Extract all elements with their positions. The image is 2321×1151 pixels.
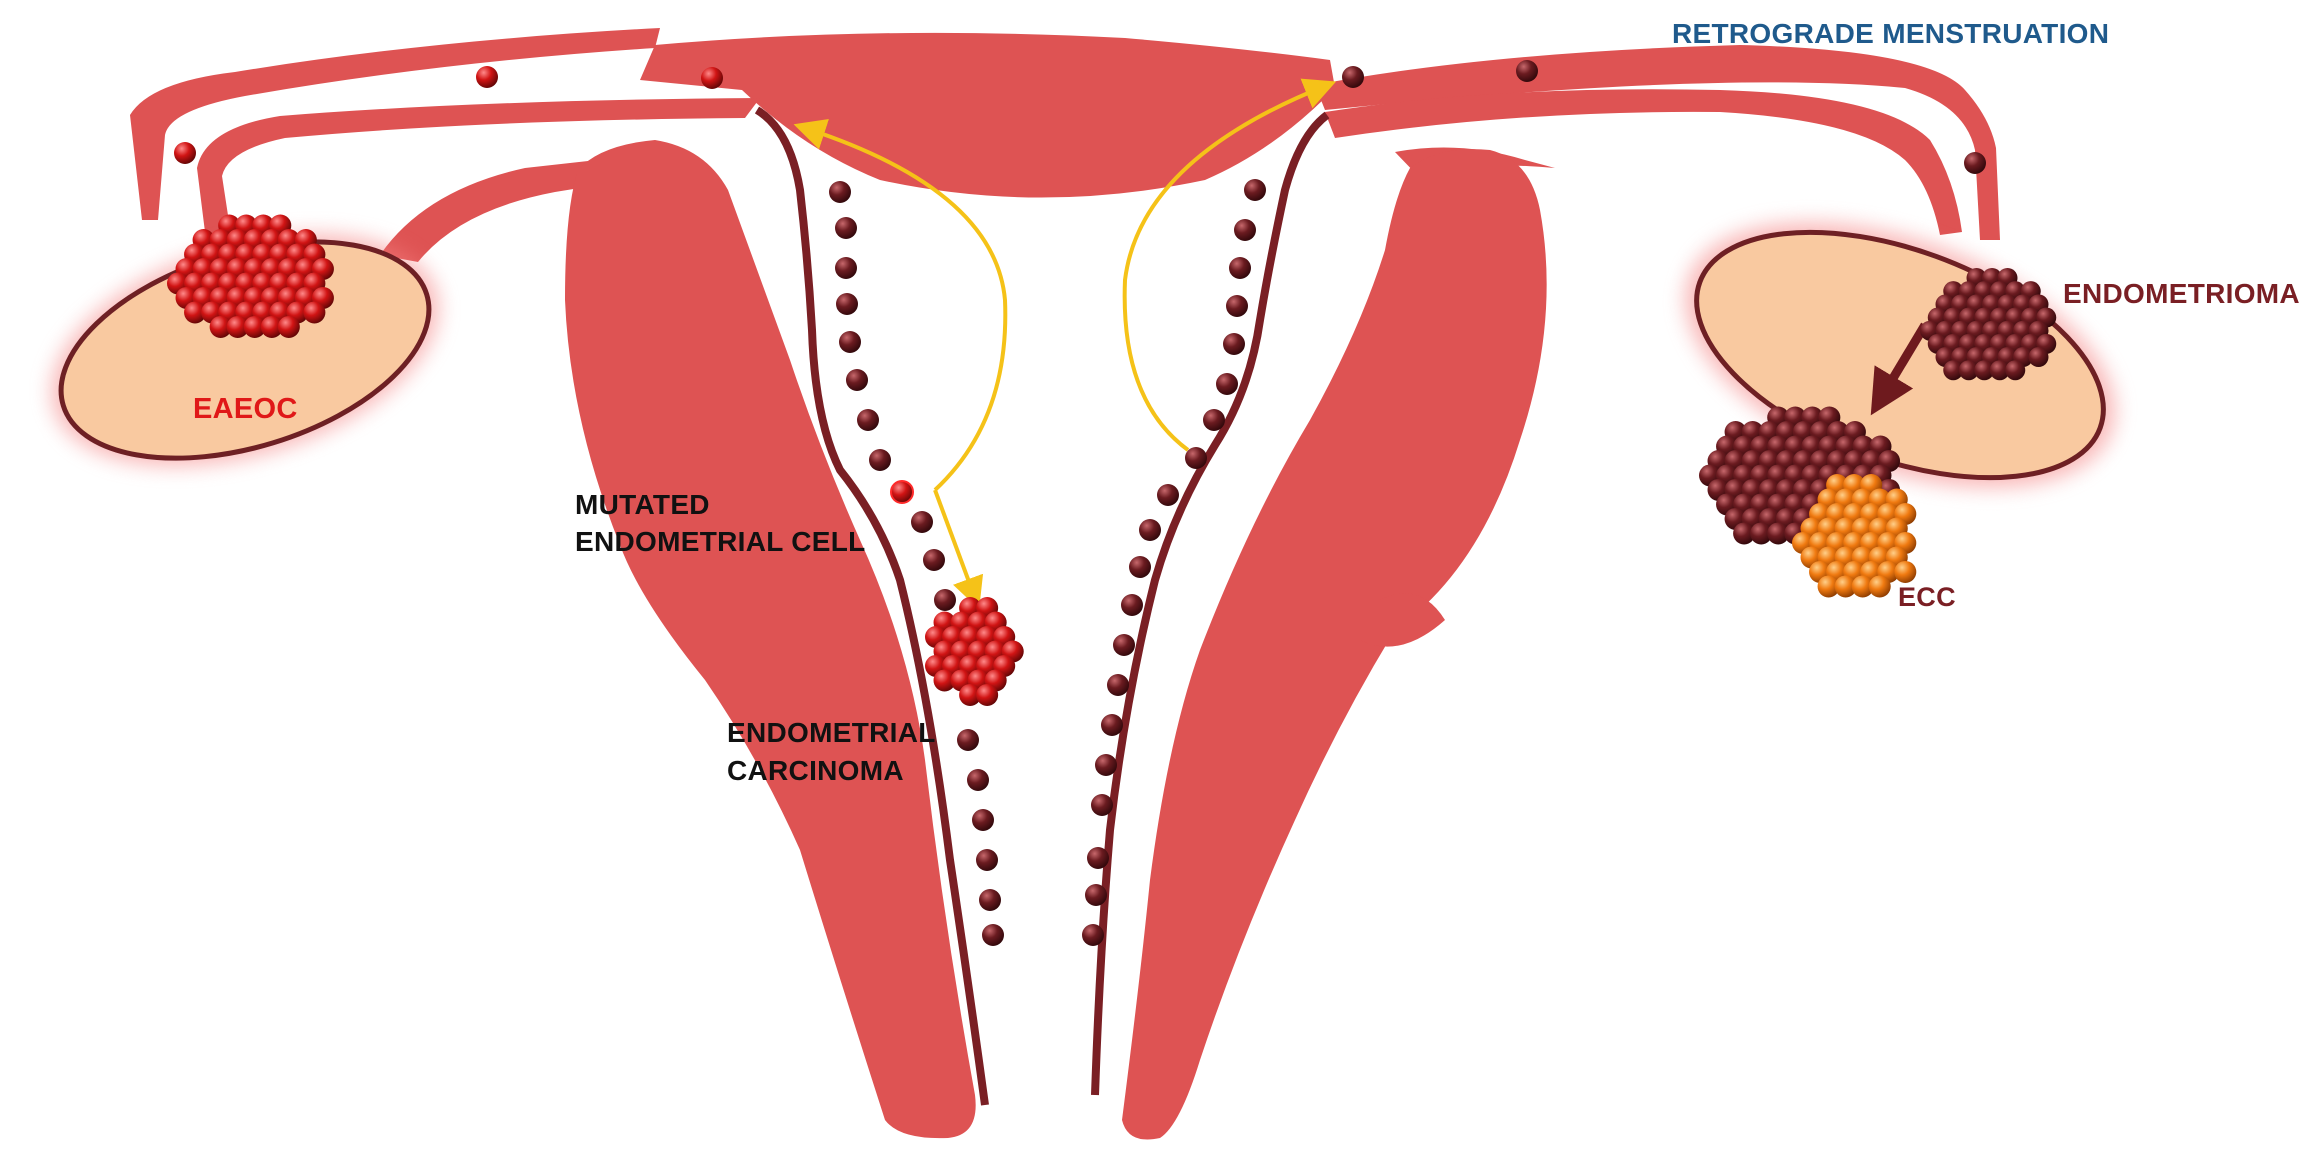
eaeoc-cluster-cell (260, 315, 283, 338)
eaeoc-cluster-cell (303, 301, 326, 324)
shed-cell (923, 549, 945, 571)
endometrioma-cluster-cell (1989, 360, 2010, 381)
endometrioma-cluster-cell (2005, 360, 2026, 381)
shed-cell (957, 729, 979, 751)
endometrial-lining (754, 106, 1330, 1106)
eaeoc-cluster-cell (209, 315, 232, 338)
shed-cell (1244, 179, 1266, 201)
endometrioma-cluster-cell (1974, 360, 1995, 381)
shed-cell (1226, 295, 1248, 317)
shed-cell (1091, 794, 1113, 816)
eaeoc-cluster-cell (243, 315, 266, 338)
shed-cell (911, 511, 933, 533)
shed-cell (1113, 634, 1135, 656)
endometrioma-cluster-cell (1943, 360, 1964, 381)
shed-cell (1229, 257, 1251, 279)
migration-arrows (793, 78, 1337, 610)
shed-cell (1964, 152, 1986, 174)
eaeoc-cluster-cell (277, 315, 300, 338)
label-ecc: ECC (1898, 582, 1956, 612)
label-eaeoc: EAEOC (193, 393, 298, 425)
ecc-cluster-cell (1868, 575, 1891, 598)
ecc-cluster-cell (1894, 560, 1917, 583)
shed-cell (1101, 714, 1123, 736)
shed-cell (1203, 409, 1225, 431)
endometrioma-cluster-cell (1733, 522, 1756, 545)
shed-cell (1085, 884, 1107, 906)
shed-cell (1157, 484, 1179, 506)
ovary-left (51, 233, 439, 467)
transformation-arrow (1870, 322, 1929, 416)
label-retrograde-menstruation: RETROGRADE MENSTRUATION (1672, 18, 2110, 49)
label-endometrioma: ENDOMETRIOMA (2063, 278, 2300, 309)
label-endometrial-carcinoma: ENDOMETRIAL CARCINOMA (727, 717, 936, 786)
shed-cell (836, 293, 858, 315)
eaeoc-cluster-cell (184, 301, 207, 324)
shed-cell (1082, 924, 1104, 946)
shed-cell (982, 924, 1004, 946)
mutated-endometrial-cell (890, 480, 914, 504)
shed-cell (1129, 556, 1151, 578)
shed-cell (972, 809, 994, 831)
shed-cell (979, 889, 1001, 911)
shed-cell (174, 142, 196, 164)
carcinoma-cluster-cell (976, 683, 999, 706)
uterus-wall-left (565, 140, 976, 1139)
eaeoc-cluster-cell (226, 315, 249, 338)
shed-cell (1095, 754, 1117, 776)
shed-cell (1185, 447, 1207, 469)
shed-cell (1234, 219, 1256, 241)
cell-layer (167, 60, 2057, 946)
carcinoma-cluster-cell (933, 669, 956, 692)
carcinoma-cluster-cell (959, 683, 982, 706)
endometrioma-cluster-cell (1767, 522, 1790, 545)
shed-cell (1139, 519, 1161, 541)
ecc-cluster-cell (1817, 575, 1840, 598)
shed-cell (839, 331, 861, 353)
shed-cell (857, 409, 879, 431)
shed-cell (1087, 847, 1109, 869)
shed-cell (1223, 333, 1245, 355)
shed-cell (967, 769, 989, 791)
endometrioma-cluster-cell (2028, 347, 2049, 368)
shed-cell (829, 181, 851, 203)
shed-cell (976, 849, 998, 871)
shed-cell (1216, 373, 1238, 395)
shed-cell (1107, 674, 1129, 696)
endometrioma-cluster-cell (1750, 522, 1773, 545)
label-mutated-endometrial-cell: MUTATED ENDOMETRIAL CELL (575, 489, 866, 557)
endometrioma-cluster-cell (1958, 360, 1979, 381)
shed-cell (1516, 60, 1538, 82)
uterus-wall-right (1122, 149, 1547, 1140)
ecc-cluster-cell (1834, 575, 1857, 598)
shed-cell (846, 369, 868, 391)
shed-cell (476, 66, 498, 88)
ecc-cluster-cell (1851, 575, 1874, 598)
shed-cell (869, 449, 891, 471)
shed-cell (835, 217, 857, 239)
shed-cell (1342, 66, 1364, 88)
shed-cell (934, 589, 956, 611)
shed-cell (701, 67, 723, 89)
shed-cell (835, 257, 857, 279)
shed-cell (1121, 594, 1143, 616)
uterus-fundus (640, 32, 1335, 198)
